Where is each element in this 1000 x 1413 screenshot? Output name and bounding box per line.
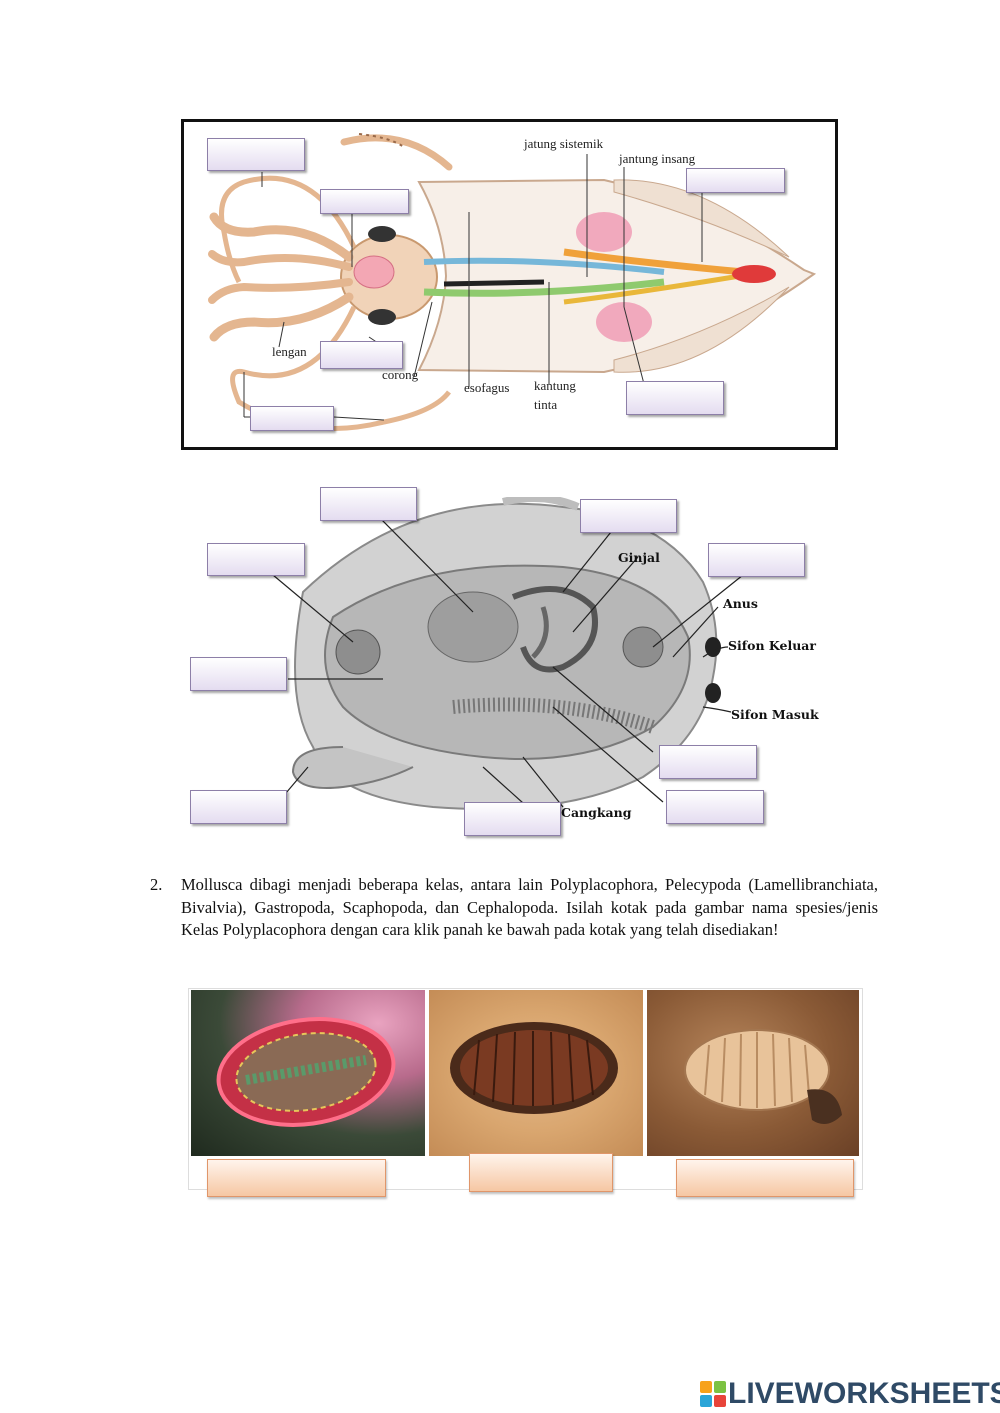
squid-answer-box-4[interactable]: [320, 341, 403, 369]
squid-answer-box-1[interactable]: [207, 138, 305, 171]
chiton-photo-1: [191, 990, 425, 1156]
squid-answer-box-5[interactable]: [626, 381, 724, 415]
chiton-2-illustration: [450, 1022, 618, 1114]
label-sifon-masuk: Sifon Masuk: [731, 707, 819, 722]
label-cangkang: Cangkang: [561, 805, 632, 820]
squid-answer-box-6[interactable]: [250, 406, 334, 431]
label-ginjal: Ginjal: [618, 550, 660, 565]
question-number: 2.: [150, 875, 163, 894]
squid-illustration: [208, 133, 817, 432]
clam-illustration: [272, 497, 744, 810]
squid-answer-box-3[interactable]: [686, 168, 785, 193]
question-2: 2. Mollusca dibagi menjadi beberapa kela…: [150, 874, 878, 942]
clam-diagram: Ginjal Anus Sifon Keluar Sifon Masuk Can…: [183, 497, 838, 827]
chiton-photo-2: [429, 990, 643, 1156]
clam-answer-box-4[interactable]: [708, 543, 805, 577]
clam-answer-box-5[interactable]: [190, 657, 287, 691]
label-tinta: tinta: [534, 397, 558, 412]
clam-answer-box-6[interactable]: [659, 745, 757, 779]
clam-answer-box-2[interactable]: [580, 499, 677, 533]
clam-answer-box-1[interactable]: [320, 487, 417, 521]
label-lengan: lengan: [272, 344, 307, 359]
liveworksheets-brand[interactable]: LIVEWORKSHEETS: [728, 1377, 1000, 1410]
chiton-dropdown-1[interactable]: [207, 1159, 386, 1197]
question-text: Mollusca dibagi menjadi beberapa kelas, …: [181, 875, 878, 939]
clam-answer-box-3[interactable]: [207, 543, 305, 576]
chiton-dropdown-2[interactable]: [469, 1153, 613, 1192]
label-kantung: kantung: [534, 378, 576, 393]
label-corong: corong: [382, 367, 419, 382]
chiton-dropdown-3[interactable]: [676, 1159, 854, 1197]
clam-answer-box-9[interactable]: [464, 802, 561, 836]
label-sifon-keluar: Sifon Keluar: [728, 638, 816, 653]
chiton-3-illustration: [684, 1029, 842, 1124]
label-esofagus: esofagus: [464, 380, 510, 395]
clam-answer-box-7[interactable]: [190, 790, 287, 824]
label-jantung-sistemik: jatung sistemik: [524, 136, 604, 151]
squid-answer-box-2[interactable]: [320, 189, 409, 214]
liveworksheets-logo-icon: [700, 1381, 726, 1407]
footer-brand: LIVEWORKSHEETS: [700, 1377, 1000, 1411]
label-anus: Anus: [723, 596, 758, 611]
label-jantung-insang: jantung insang: [619, 151, 696, 166]
chiton-photo-3: [647, 990, 859, 1156]
clam-answer-box-8[interactable]: [666, 790, 764, 824]
chiton-1-illustration: [216, 1017, 396, 1127]
